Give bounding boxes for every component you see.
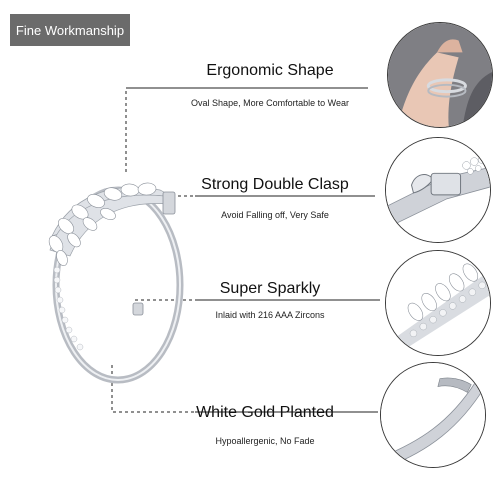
fine-workmanship-badge: Fine Workmanship [10,14,130,46]
feature-title-sparkly: Super Sparkly [219,280,321,297]
feature-subtitle-ergonomic: Oval Shape, More Comfortable to Wear [191,98,349,108]
feature-title-clasp: Strong Double Clasp [201,176,349,193]
clasp-closeup-photo-icon [385,137,491,243]
feature-subtitle-white-gold: Hypoallergenic, No Fade [215,436,315,446]
leader-lines [111,87,380,413]
feature-subtitle-clasp: Avoid Falling off, Very Safe [221,210,329,220]
wrist-bangle-photo-icon [387,22,493,128]
bracelet-image [48,182,184,384]
band-closeup-photo-icon [380,362,486,468]
zircon-closeup-photo-icon [385,250,491,356]
feature-subtitle-sparkly: Inlaid with 216 AAA Zircons [215,310,325,320]
feature-title-white-gold: White Gold Planted [196,404,334,421]
feature-title-ergonomic: Ergonomic Shape [206,62,334,79]
